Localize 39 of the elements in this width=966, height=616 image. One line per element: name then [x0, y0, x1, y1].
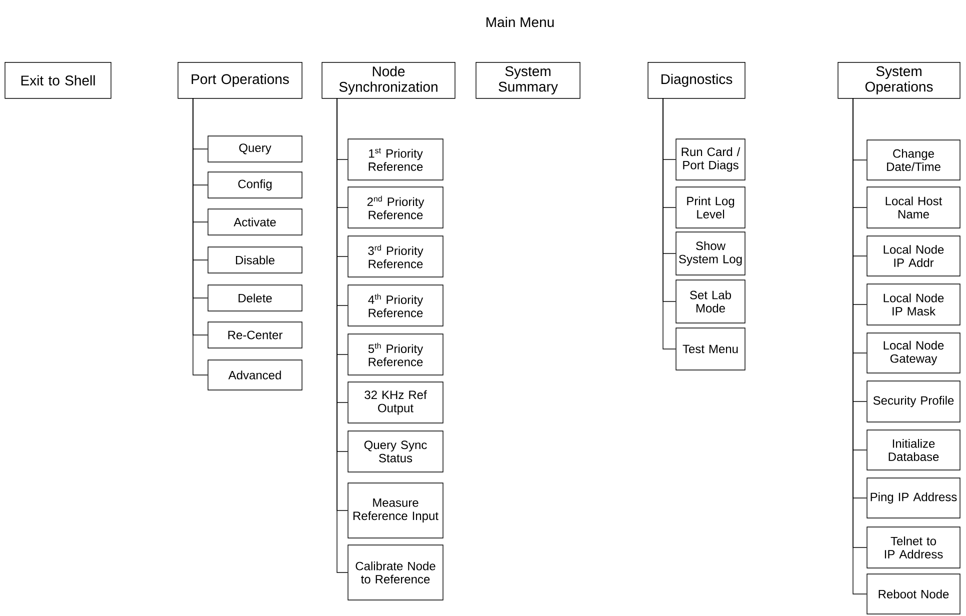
submenu-box: Query Sync Status: [348, 430, 444, 472]
submenu-box: Delete: [208, 284, 302, 312]
submenu-box: Set Lab Mode: [676, 280, 746, 324]
submenu-box: Initialize Database: [866, 430, 960, 470]
submenu-box: Reboot Node: [866, 574, 960, 614]
menu-box: Port Operations: [178, 62, 302, 99]
submenu-box: Local Node Gateway: [866, 332, 960, 374]
submenu-box: Ping IP Address: [866, 478, 960, 518]
submenu-box: Calibrate Node to Reference: [348, 544, 444, 600]
submenu-box: Query: [208, 136, 302, 162]
submenu-box: 5$^{th}$ Priority Reference: [348, 334, 444, 376]
menu-box: System Operations: [838, 62, 960, 99]
submenu-box: Telnet to IP Address: [866, 526, 960, 568]
submenu-box: 32 KHz Ref Output: [348, 382, 444, 424]
submenu-box: Advanced: [208, 360, 302, 390]
submenu-box: Config: [208, 172, 302, 198]
submenu-box: Disable: [208, 246, 302, 274]
menu-box: Exit to Shell: [4, 62, 112, 99]
submenu-box: Print Log Level: [676, 186, 746, 228]
submenu-box: 2$^{nd}$ Priority Reference: [348, 186, 444, 228]
submenu-box: Local Node IP Addr: [866, 236, 960, 276]
submenu-box: Show System Log: [676, 232, 746, 276]
menu-box: Node Synchronization: [322, 62, 456, 99]
menu-box: Diagnostics: [648, 62, 746, 99]
submenu-box: 1$^{st}$ Priority Reference: [348, 138, 444, 180]
submenu-box: Run Card / Port Diags: [676, 138, 746, 180]
title: Main Menu: [486, 16, 554, 28]
submenu-box: Re-Center: [208, 322, 302, 348]
menu-box: System Summary: [476, 62, 580, 99]
submenu-box: 4$^{th}$ Priority Reference: [348, 284, 444, 326]
submenu-box: Activate: [208, 208, 302, 236]
submenu-box: Test Menu: [676, 328, 746, 370]
submenu-box: 3$^{rd}$ Priority Reference: [348, 236, 444, 278]
connector-line: [662, 98, 676, 350]
submenu-box: Local Host Name: [866, 186, 960, 228]
submenu-box: Local Node IP Mask: [866, 284, 960, 326]
submenu-box: Measure Reference Input: [348, 482, 444, 538]
submenu-box: Security Profile: [866, 380, 960, 422]
submenu-box: Change Date/Time: [866, 140, 960, 180]
